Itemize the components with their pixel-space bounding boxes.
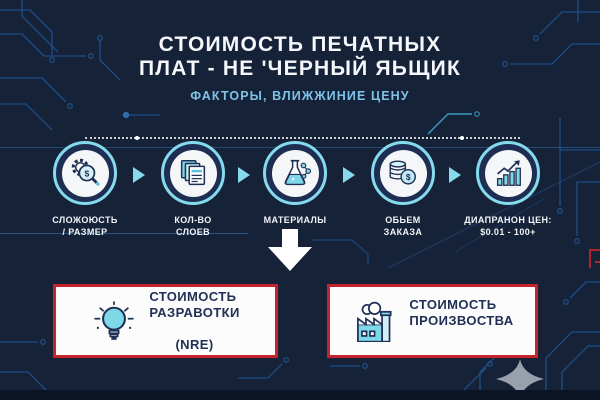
cost-box-label: СТОИМОСТЬ ПРОИЗВОСТВА <box>409 296 514 328</box>
factor-circle: $ <box>371 141 435 205</box>
growth-chart-icon <box>496 160 521 186</box>
flow-arrow-icon <box>449 167 461 183</box>
page-subtitle: ФАКТОРЫ, ВЛИЖЖИНИЕ ЦЕНУ <box>190 89 410 103</box>
factor-label: СЛОЖОЮСТЬ / РАЗМЕР <box>52 215 118 238</box>
factory-icon <box>357 301 392 342</box>
dollar-glyph: $ <box>406 172 411 182</box>
title-line-2: ПЛАТ - НЕ 'ЧЕРНЫЙ ЯЬЩИК <box>139 56 461 80</box>
factor-layer-count: КОЛ-ВО СЛОЕВ <box>135 141 251 238</box>
factor-circle <box>263 141 327 205</box>
factor-label: ОБЬЕМ ЗАКАЗА <box>383 215 423 238</box>
factor-circle <box>476 141 540 205</box>
dotted-guide-line <box>85 137 520 139</box>
factor-label: КОЛ-ВО СЛОЕВ <box>174 215 212 238</box>
bottom-bar <box>0 390 600 400</box>
cost-box-text: СТОИМОСТЬ ПРОИЗВОСТВА <box>409 280 513 361</box>
production-cost-box: СТОИМОСТЬ ПРОИЗВОСТВА <box>327 284 538 358</box>
factor-price-range: ДИАПРАНОН ЦЕН: $0.01 - 100+ <box>450 141 566 238</box>
development-cost-box: СТОИМОСТЬ РАЗРАВОТКИ (NRE) <box>53 284 278 358</box>
lightbulb-icon <box>94 301 134 340</box>
coins-dollar-icon: $ <box>389 160 416 185</box>
factor-order-volume: $ ОБЬЕМ ЗАКАЗА <box>345 141 461 238</box>
dollar-glyph: $ <box>85 168 90 178</box>
flask-molecule-icon <box>284 159 312 186</box>
left-accent-line <box>0 233 248 234</box>
cost-box-sublabel: (NRE) <box>175 337 214 353</box>
cost-box-label: СТОИМОСТЬ РАЗРАВОТКИ <box>149 288 240 320</box>
flow-arrow-icon <box>133 167 145 183</box>
gear-magnifier-dollar-icon: $ <box>71 158 100 187</box>
factor-complexity-size: $ СЛОЖОЮСТЬ / РАЗМЕР <box>27 141 143 238</box>
page-title: СТОИМОСТЬ ПЕЧАТНЫХ ПЛАТ - НЕ 'ЧЕРНЫЙ ЯЬЩ… <box>0 33 600 80</box>
factor-materials: МАТЕРИАЛЫ <box>237 141 353 226</box>
cost-box-text: СТОИМОСТЬ РАЗРАВОТКИ (NRE) <box>149 272 239 370</box>
stacked-layers-icon <box>180 159 206 186</box>
sparkle-logo <box>496 359 544 399</box>
factor-label: ДИАПРАНОН ЦЕН: $0.01 - 100+ <box>464 215 552 238</box>
factor-circle: $ <box>53 141 117 205</box>
title-line-1: СТОИМОСТЬ ПЕЧАТНЫХ <box>158 33 442 56</box>
flow-arrow-icon <box>238 167 250 183</box>
factor-label: МАТЕРИАЛЫ <box>263 215 327 225</box>
flow-arrow-icon <box>343 167 355 183</box>
factor-circle <box>161 141 225 205</box>
